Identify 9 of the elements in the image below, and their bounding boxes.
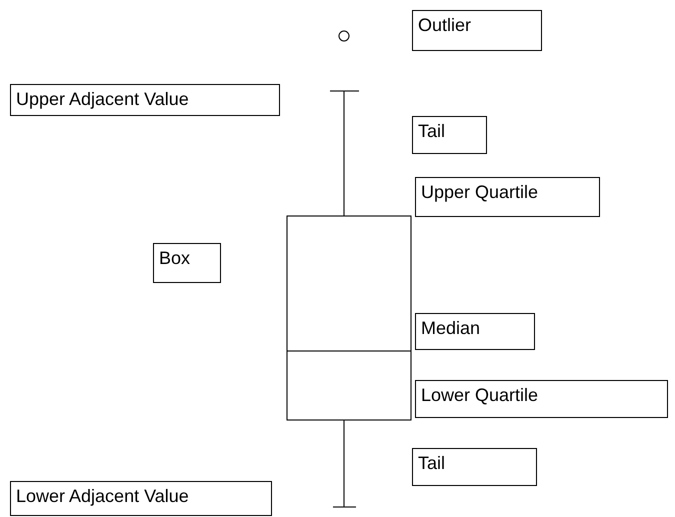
callout-label: Box xyxy=(153,243,221,283)
callout-label: Upper Adjacent Value xyxy=(10,84,280,116)
callout-label: Tail xyxy=(412,448,537,486)
callout-label: Outlier xyxy=(412,10,542,51)
callout-label: Median xyxy=(415,313,535,350)
callout-label: Tail xyxy=(412,116,487,154)
callout-label: Lower Adjacent Value xyxy=(10,481,272,516)
callout-label: Upper Quartile xyxy=(415,177,600,217)
callout-label: Lower Quartile xyxy=(415,380,668,418)
